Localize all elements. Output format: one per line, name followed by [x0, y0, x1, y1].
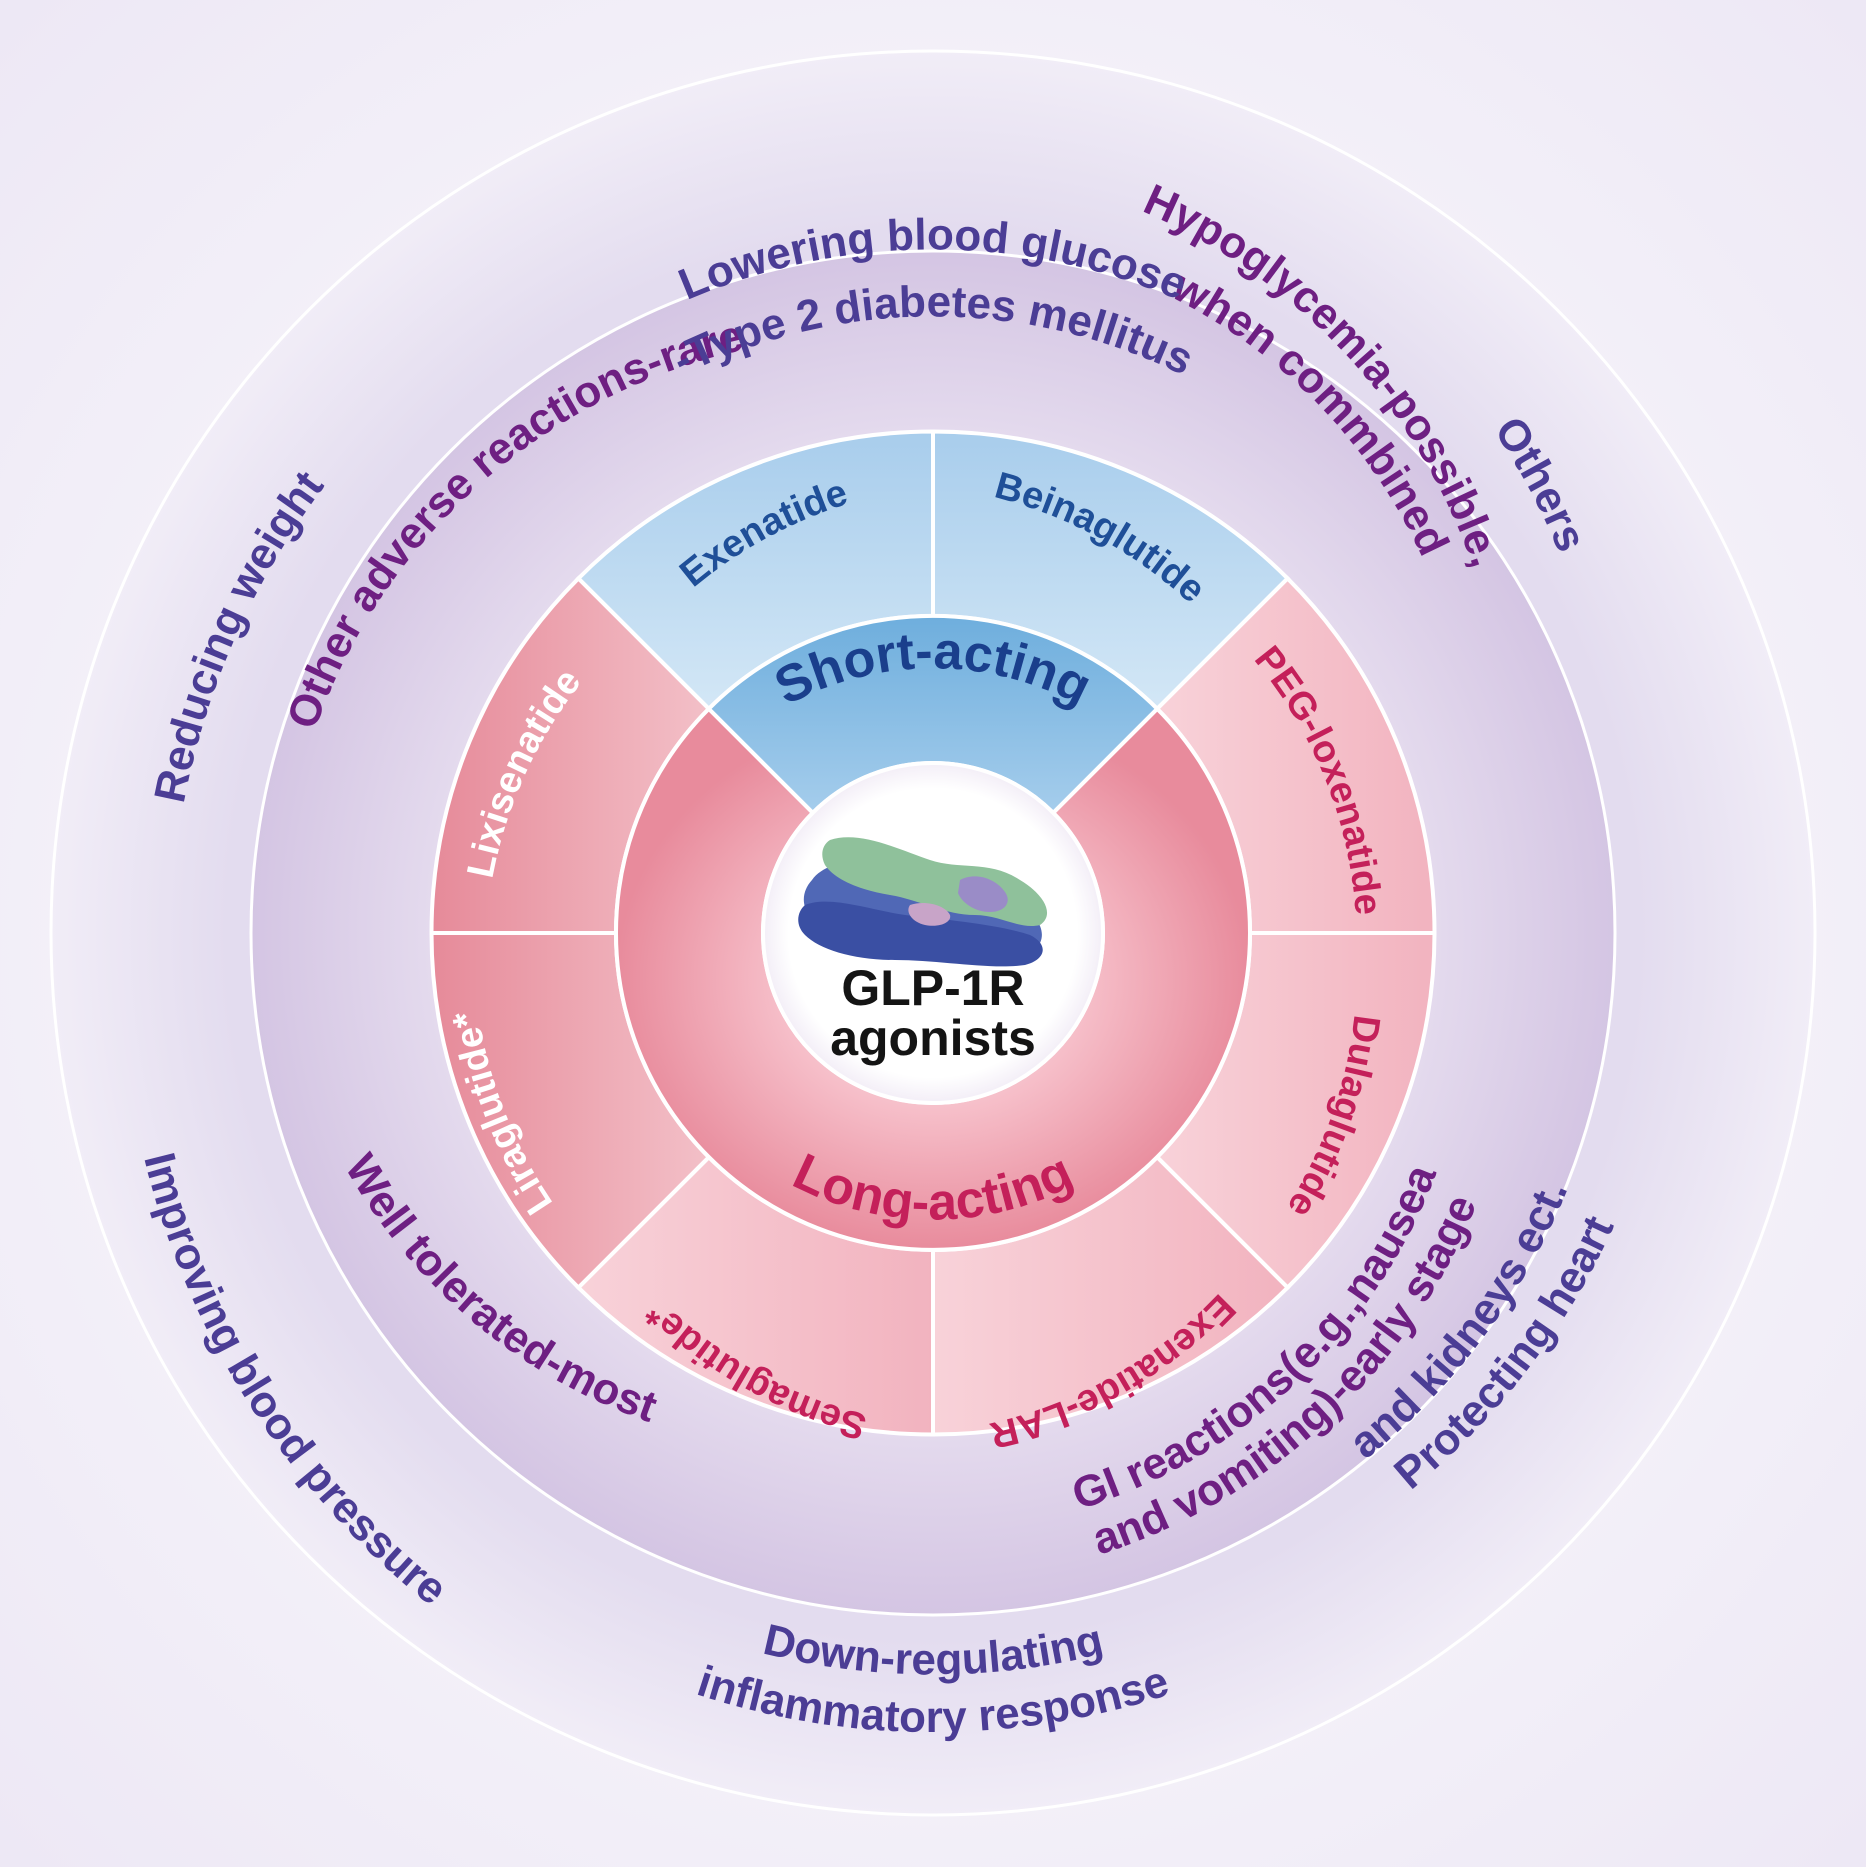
category-ring [614, 613, 1252, 1252]
center-title-line2: agonists [830, 1010, 1036, 1066]
glp1r-protein-structure-icon [798, 837, 1048, 967]
center-title-line1: GLP-1R [841, 960, 1024, 1016]
